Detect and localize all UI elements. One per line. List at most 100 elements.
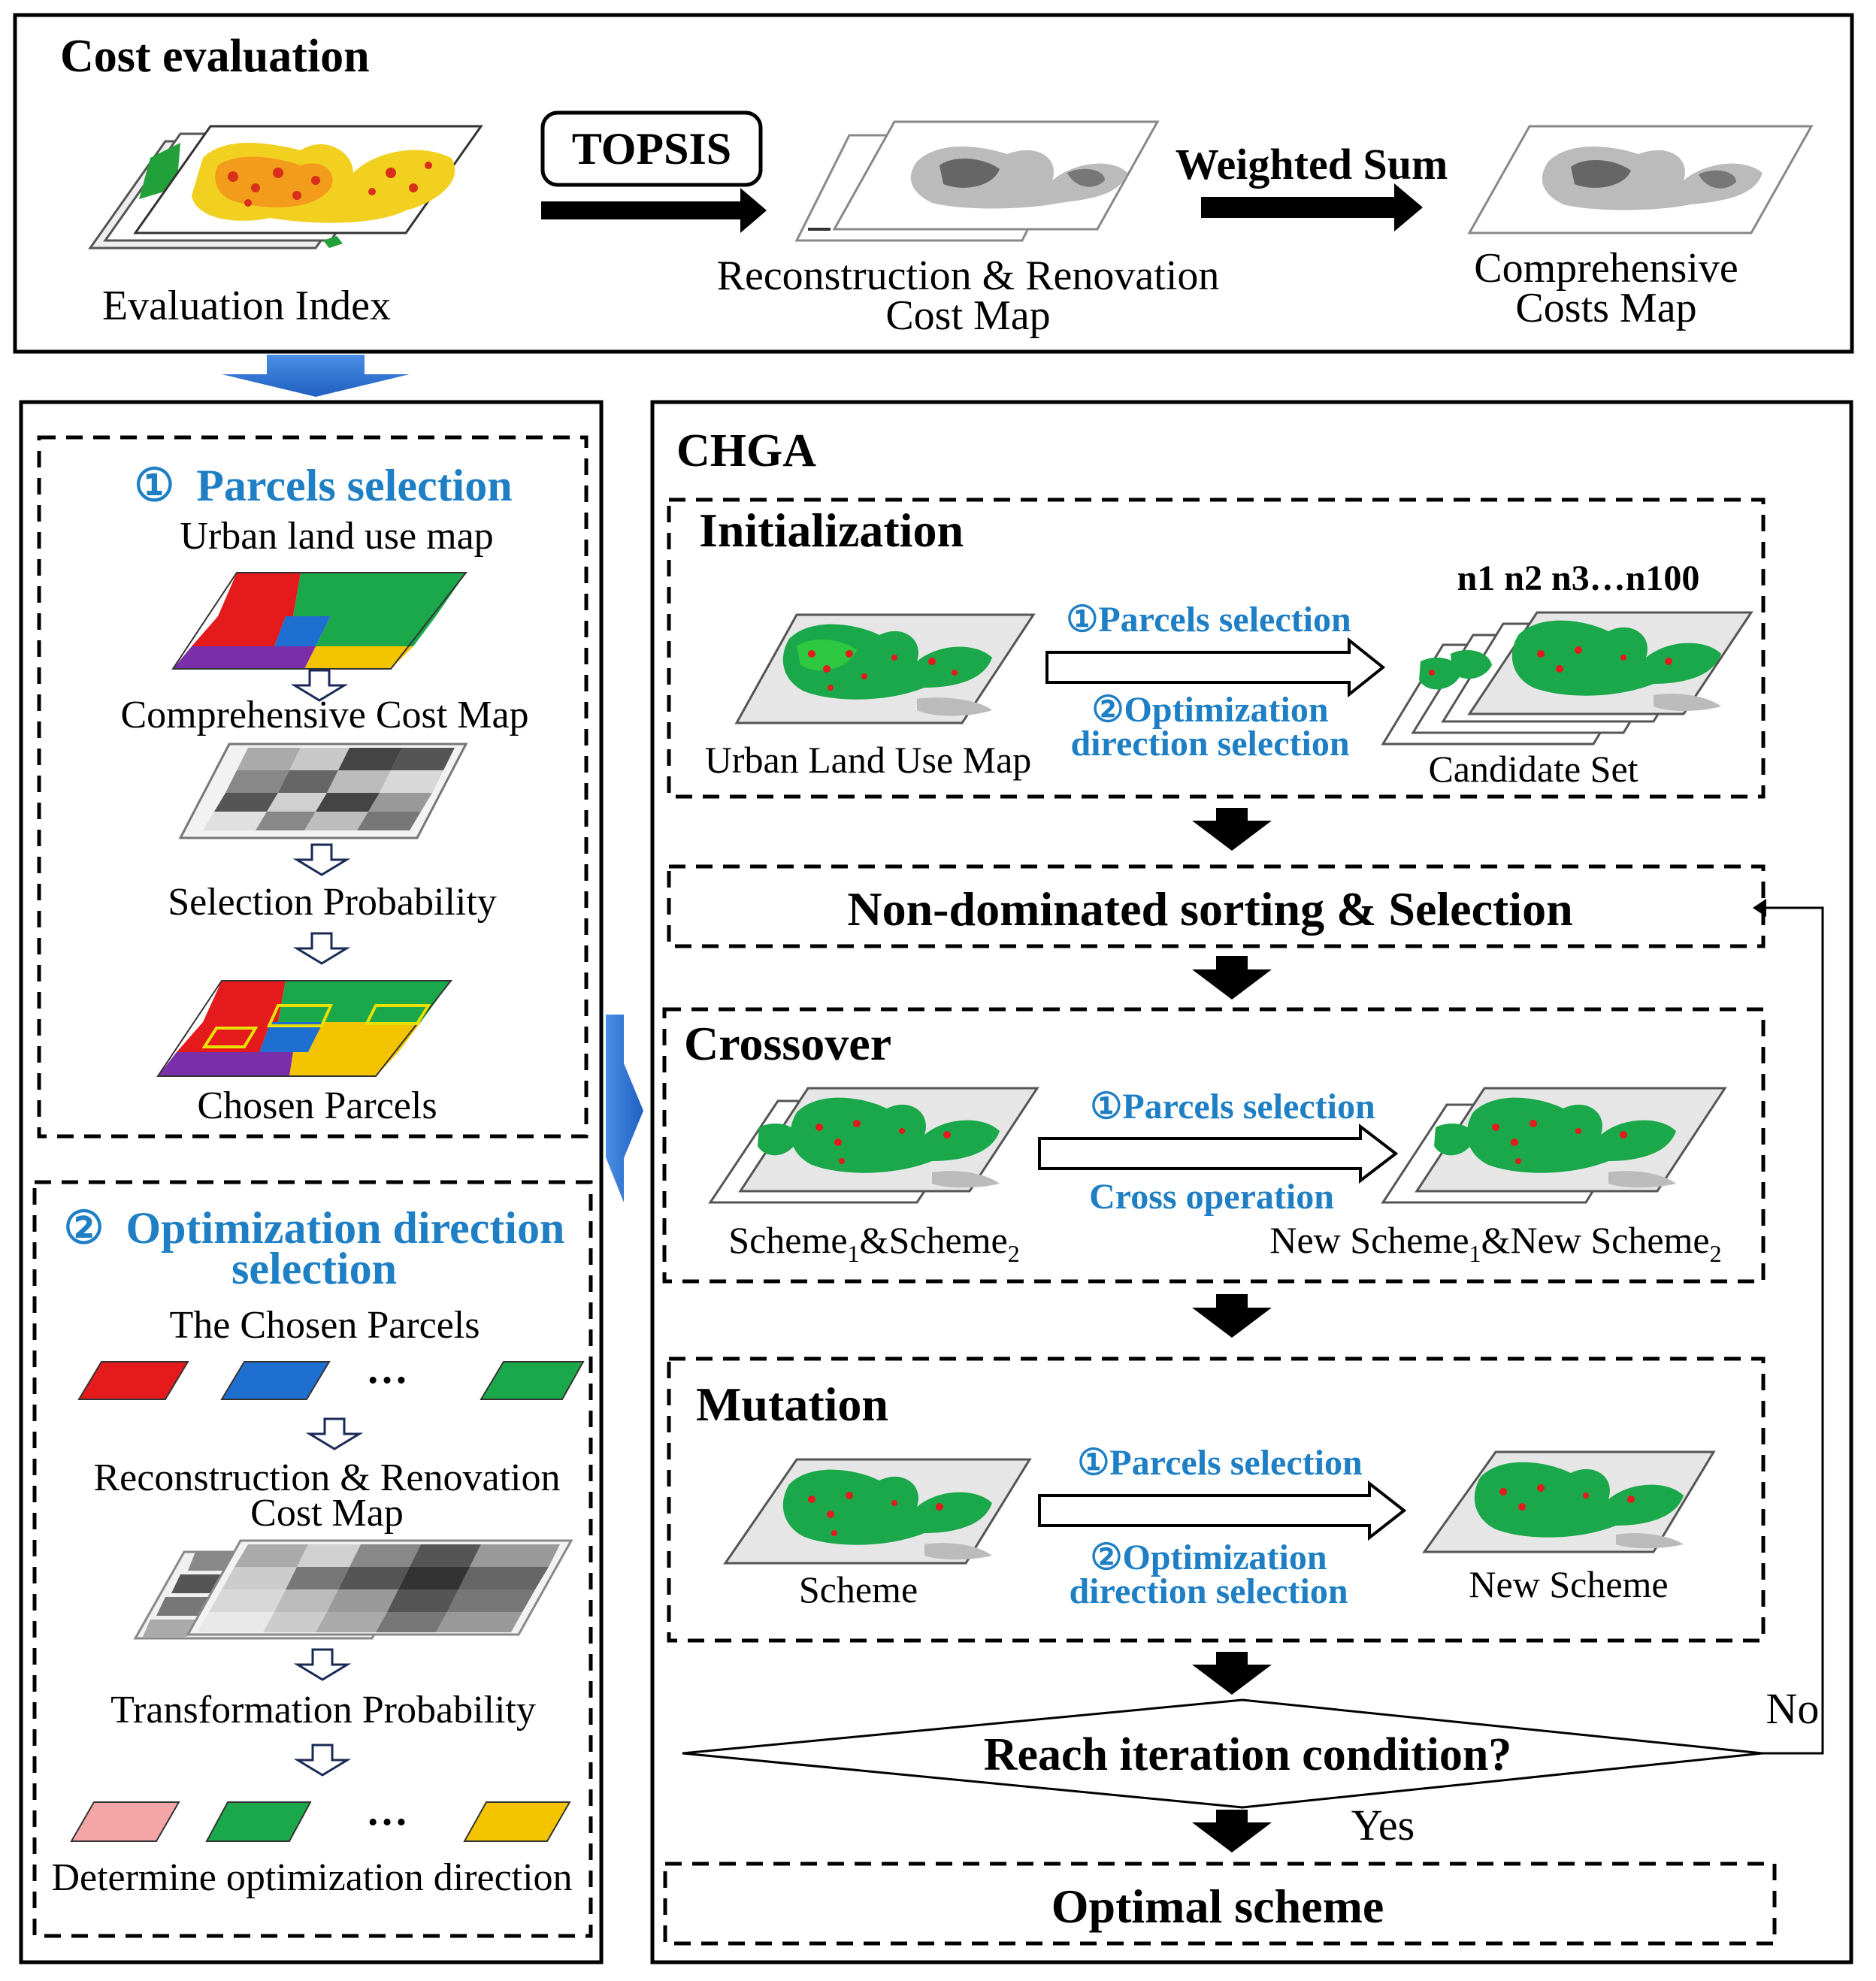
left-panel: ① Parcels selection Urban land use map C… [19, 400, 604, 1964]
recon-map-label-line1: Reconstruction & Renovation [717, 253, 1220, 299]
crossover-hollow-arrow [1038, 1123, 1399, 1184]
green-direction-swatch [205, 1801, 312, 1842]
crossover-step2-label: Cross operation [1089, 1177, 1334, 1217]
mutation-step1-label: ①Parcels selection [1077, 1443, 1362, 1483]
comprehensive-label-line1: Comprehensive [1474, 245, 1738, 292]
the-chosen-parcels-label: The Chosen Parcels [169, 1304, 480, 1347]
init-step2-line1: ②Optimization [1091, 690, 1328, 730]
optimization-direction-number: ② [64, 1203, 104, 1253]
down-flow-arrow [222, 355, 410, 397]
optimization-direction-title-line1: ② Optimization direction [64, 1203, 565, 1253]
init-hollow-arrow [1045, 637, 1386, 698]
mutation-output-map [1422, 1450, 1716, 1553]
init-step1-label: ①Parcels selection [1066, 600, 1351, 640]
recon-cost-map-stack [794, 120, 1160, 242]
candidate-set-label: Candidate Set [1428, 748, 1638, 790]
hollow-down-arrow [292, 932, 351, 965]
black-down-arrow [1192, 808, 1272, 851]
red-parcel-swatch [77, 1361, 189, 1400]
initialization-box [667, 498, 1766, 799]
determine-direction-label: Determine optimization direction [51, 1856, 572, 1899]
crossover-output-maps [1381, 1087, 1727, 1204]
black-down-arrow [1192, 1810, 1272, 1852]
iteration-question: Reach iteration condition? [984, 1729, 1512, 1780]
evaluation-index-label: Evaluation Index [102, 283, 391, 329]
recon-cost-map-label-line2: Cost Map [250, 1492, 404, 1535]
mutation-hollow-arrow [1038, 1480, 1407, 1541]
green-parcel-swatch [480, 1361, 585, 1400]
topsis-label: TOPSIS [572, 124, 731, 174]
parcels-selection-number: ① [134, 461, 174, 510]
optimization-direction-box [32, 1180, 593, 1938]
right-flow-arrow [606, 1015, 643, 1202]
hollow-down-arrow [293, 1744, 352, 1777]
hollow-down-arrow [293, 1648, 352, 1681]
crossover-input-maps [708, 1087, 1039, 1204]
chosen-parcels-map [156, 980, 453, 1077]
black-down-arrow [1192, 956, 1272, 1000]
init-step2-line2: direction selection [1070, 724, 1349, 764]
feedback-arrowhead [1753, 899, 1766, 917]
crossover-title: Crossover [684, 1017, 891, 1070]
no-label: No [1766, 1684, 1820, 1733]
weighted-sum-arrow [1201, 183, 1423, 231]
mutation-output-label: New Scheme [1469, 1563, 1668, 1605]
mutation-step2-line2: direction selection [1069, 1571, 1348, 1611]
hollow-down-arrow [290, 669, 349, 702]
yes-label: Yes [1351, 1801, 1415, 1849]
direction-swatches [70, 1801, 571, 1842]
comprehensive-label-line2: Costs Map [1515, 285, 1696, 331]
crossover-step1-label: ①Parcels selection [1090, 1087, 1375, 1127]
optimization-direction-title-line2: selection [231, 1244, 397, 1293]
candidate-series-label: n1 n2 n3…n100 [1457, 558, 1700, 598]
optimal-scheme-title: Optimal scheme [1051, 1880, 1384, 1933]
mutation-title: Mutation [696, 1378, 888, 1431]
init-input-label: Urban Land Use Map [705, 739, 1032, 781]
direction-ellipsis: … [366, 1788, 408, 1834]
crossover-output-label: New Scheme1&New Scheme2 [1269, 1219, 1721, 1267]
candidate-set-stack [1381, 611, 1753, 746]
initialization-title: Initialization [699, 504, 964, 557]
topsis-box [540, 110, 763, 187]
urban-land-use-parcel-map [171, 572, 468, 670]
black-down-arrow [1192, 1294, 1272, 1338]
comprehensive-costs-map [1467, 125, 1814, 234]
cost-evaluation-title: Cost evaluation [60, 31, 370, 82]
comprehensive-cost-map-label: Comprehensive Cost Map [120, 694, 528, 736]
topsis-arrow [541, 188, 767, 233]
comprehensive-cost-grid-map [178, 742, 468, 839]
sorting-box [667, 864, 1766, 948]
hollow-down-arrow [305, 1417, 364, 1450]
evaluation-index-map [88, 125, 483, 250]
blue-parcel-swatch [220, 1361, 331, 1400]
recon-cost-grid-stack [133, 1539, 573, 1640]
selection-probability-label: Selection Probability [168, 881, 497, 924]
optimization-direction-text: Optimization direction [126, 1203, 564, 1253]
pink-direction-swatch [70, 1801, 180, 1842]
chosen-parcel-swatches [77, 1361, 585, 1400]
feedback-loop-line [1763, 906, 1824, 1755]
black-down-arrow [1192, 1652, 1272, 1695]
transformation-probability-label: Transformation Probability [110, 1689, 536, 1731]
parcels-selection-box [37, 435, 589, 1139]
chosen-parcels-label: Chosen Parcels [197, 1084, 437, 1127]
mutation-input-label: Scheme [799, 1568, 918, 1611]
yellow-direction-swatch [463, 1801, 571, 1842]
mutation-step2-line1: ②Optimization [1090, 1538, 1327, 1577]
mutation-input-map [723, 1458, 1032, 1565]
recon-cost-map-label-line1: Reconstruction & Renovation [93, 1456, 560, 1499]
chga-title: CHGA [676, 425, 816, 476]
crossover-input-label: Scheme1&Scheme2 [728, 1219, 1019, 1267]
parcel-ellipsis: … [366, 1346, 408, 1393]
sorting-title: Non-dominated sorting & Selection [847, 882, 1572, 936]
chga-panel: CHGA Initialization Urban Land Use Map ①… [650, 400, 1853, 1964]
mutation-box [667, 1356, 1766, 1643]
init-urban-map [734, 613, 1036, 724]
urban-land-use-map-label: Urban land use map [180, 515, 493, 558]
recon-map-label-line2: Cost Map [885, 292, 1050, 339]
optimal-scheme-box [663, 1862, 1777, 1946]
parcels-selection-text: Parcels selection [196, 461, 512, 510]
cost-evaluation-panel: Cost evaluation Evaluation Index TOPSIS [13, 13, 1854, 354]
hollow-down-arrow [292, 843, 351, 876]
parcels-selection-title: ① Parcels selection [134, 461, 512, 510]
